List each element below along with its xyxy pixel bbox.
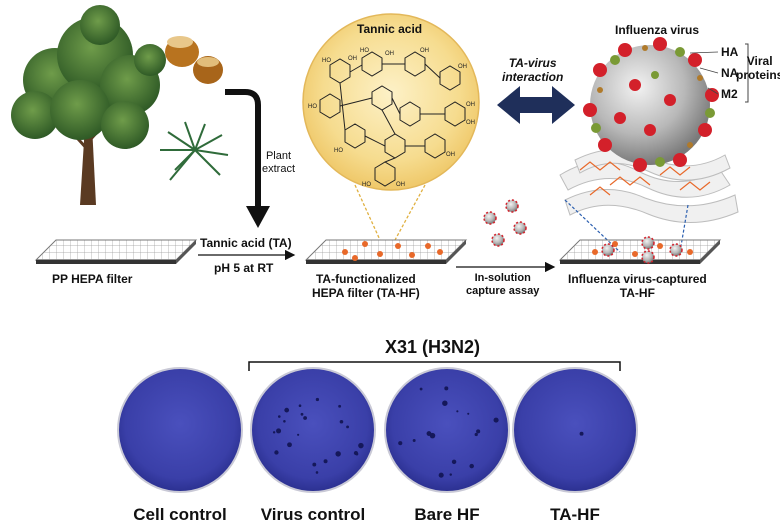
plaque-spot [346,425,349,429]
svg-text:HO: HO [360,48,369,54]
svg-text:OH: OH [458,64,467,70]
ta-virus-interaction-label: TA-virus interaction [502,56,564,84]
svg-text:OH: OH [466,102,475,108]
svg-text:HO: HO [334,148,343,154]
svg-text:OH: OH [348,56,357,62]
strain-label: X31 (H3N2) [385,337,481,357]
plant-extract-label: Plant extract [262,150,296,175]
plaque-spot [579,431,584,436]
plaque-spot [335,451,341,457]
plaque-spot [467,412,470,415]
plaque-spot [412,439,416,442]
zoom-connector [354,184,426,241]
culture-plate [384,367,510,493]
svg-text:OH: OH [446,152,455,158]
plaque-spot [315,397,320,402]
plaque-spot [303,416,307,420]
plaque-spot [276,428,282,434]
m2-label: M2 [721,87,738,101]
plaque-spot [442,400,448,406]
plaque-spot [419,387,423,391]
svg-text:HO: HO [362,182,371,188]
na-label: NA [721,66,739,80]
plate-label: Cell control [133,505,227,524]
pp-filter-label: PP HEPA filter [52,272,133,286]
plaque-spot [284,407,290,413]
plaque-spot [287,442,292,448]
leaf-icon [160,121,229,181]
step2-label: In-solution capture assay [466,272,540,297]
step1-bottom-label: pH 5 at RT [214,261,274,275]
plant-extract-arrow [225,89,261,208]
plaque-spot [339,419,344,424]
culture-plate [250,367,376,493]
plaque-spot [474,432,478,437]
svg-text:OH: OH [420,48,429,54]
plaque-spot [298,404,302,408]
ta-filter-label: TA-functionalized HEPA filter (TA-HF) [312,272,420,300]
tannic-acid-title: Tannic acid [357,22,423,36]
plaque-spot [283,420,286,423]
plaque-spot [338,404,342,408]
plaque-spot [426,431,432,436]
plaque-spot [398,441,403,446]
plaque-spot [438,472,444,478]
plate-label: Virus control [260,505,366,524]
plaque-spot [449,473,452,476]
plaque-spot [476,429,481,434]
plaque-spot [274,450,279,455]
culture-plate [512,367,638,493]
plaque-spot [451,459,457,465]
free-virus-particles [483,199,527,247]
step1-top-label: Tannic acid (TA) [200,236,292,250]
strain-bracket [248,361,621,371]
plaque-spot [312,462,317,467]
hazelnut-icon [165,36,223,84]
zoom-connector-blue [564,199,689,253]
plaque-spot [277,415,281,418]
tree-icon [11,5,166,205]
ha-label: HA [721,45,739,59]
plaque-spot [323,459,328,464]
plaque-spot [355,452,359,456]
svg-text:OH: OH [466,120,475,126]
plate-label: Bare HF [414,505,480,524]
plaque-spot [297,433,300,436]
ta-functionalized-filter [304,239,468,264]
captured-filter-label: Influenza virus-captured TA-HF [568,272,707,300]
plaque-spot [493,417,499,423]
svg-text:HO: HO [308,104,317,110]
plaque-spot [469,463,474,469]
plate-label: TA-HF [550,505,600,524]
culture-plate [117,367,243,493]
svg-text:HO: HO [322,58,331,64]
plaque-spot [358,442,364,449]
influenza-virus-icon [559,37,749,223]
plaque-spot [300,412,304,416]
interaction-arrow [497,86,575,124]
influenza-virus-title: Influenza virus [615,23,700,37]
plaque-plates [117,367,638,493]
svg-text:OH: OH [396,182,405,188]
pp-hepa-filter [34,239,198,264]
plaque-spot [456,410,459,413]
plaque-spot [315,471,319,474]
viral-proteins-label: Viral proteins [736,54,780,82]
plaque-spot [444,386,449,391]
svg-text:OH: OH [385,51,394,57]
plaque-spot [272,431,276,434]
virus-captured-filter [558,236,722,264]
